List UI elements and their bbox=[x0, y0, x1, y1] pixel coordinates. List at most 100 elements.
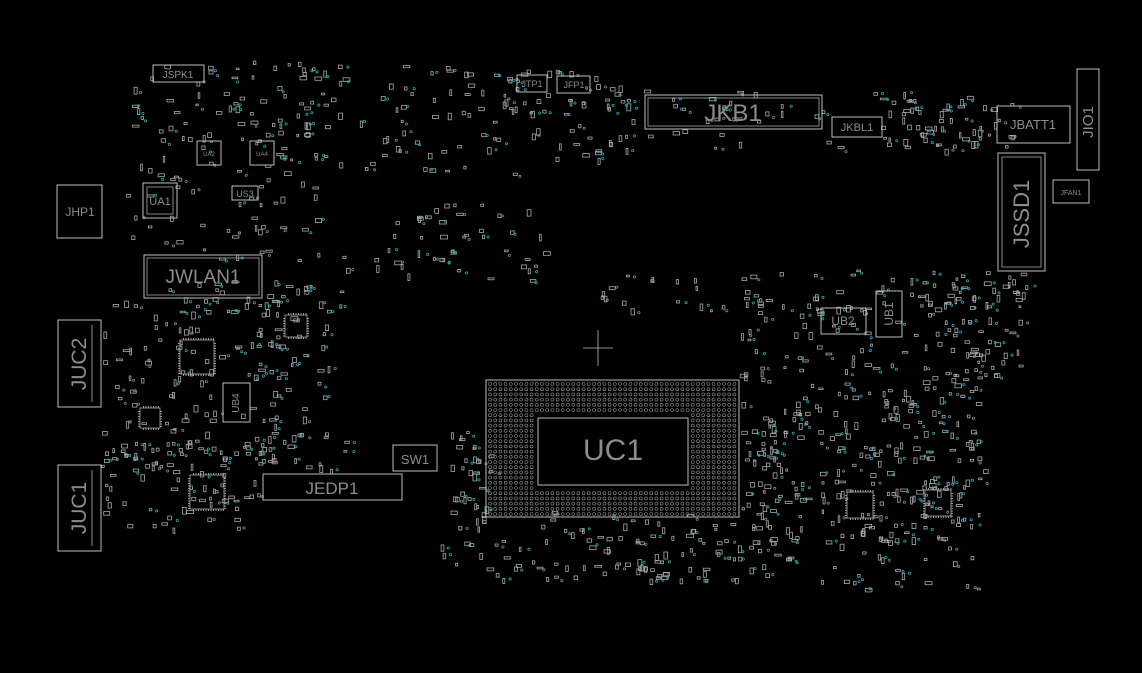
jspk1-connector[interactable]: JSPK1 bbox=[152, 64, 205, 83]
chip-pin bbox=[178, 373, 180, 374]
bga-ball bbox=[696, 501, 700, 506]
chip-pin bbox=[198, 473, 199, 475]
passive-component bbox=[280, 196, 286, 204]
chip-pin bbox=[203, 473, 204, 475]
ub2-chip[interactable]: UB2 bbox=[820, 307, 867, 335]
passive-component bbox=[893, 406, 899, 414]
passive-component bbox=[314, 218, 322, 224]
chip-pin bbox=[203, 338, 204, 340]
bga-ball bbox=[493, 413, 498, 418]
via-marker bbox=[158, 467, 162, 471]
via-marker bbox=[658, 535, 662, 539]
bga-ball bbox=[685, 512, 690, 516]
via-marker bbox=[242, 526, 246, 530]
passive-component bbox=[251, 75, 255, 80]
chip-pin bbox=[857, 490, 859, 492]
passive-component bbox=[134, 215, 138, 221]
bga-ball bbox=[716, 428, 721, 433]
ua1-chip[interactable]: UA1 bbox=[142, 182, 178, 219]
bga-ball bbox=[540, 397, 544, 402]
chip-pin bbox=[188, 478, 190, 479]
bga-ball bbox=[529, 465, 534, 470]
passive-component bbox=[342, 255, 347, 259]
passive-component bbox=[259, 332, 263, 338]
ub1-chip[interactable]: UB1 bbox=[875, 290, 903, 338]
passive-component bbox=[324, 125, 331, 130]
passive-component bbox=[339, 304, 343, 309]
passive-component bbox=[758, 311, 763, 316]
jssd1-connector[interactable]: JSSD1 bbox=[997, 152, 1046, 272]
passive-component bbox=[766, 462, 771, 468]
bga-ball bbox=[524, 480, 529, 485]
jedp1-connector[interactable]: JEDP1 bbox=[262, 473, 403, 501]
bga-ball bbox=[716, 506, 721, 511]
bga-ball bbox=[534, 501, 539, 506]
passive-component bbox=[959, 290, 962, 294]
bga-ball bbox=[607, 506, 612, 511]
via-marker bbox=[956, 392, 960, 396]
passive-component bbox=[894, 447, 899, 454]
juc1-connector[interactable]: JUC1 bbox=[57, 464, 102, 552]
passive-component bbox=[672, 98, 676, 102]
passive-component bbox=[554, 562, 559, 566]
passive-component bbox=[970, 305, 976, 310]
bga-ball bbox=[519, 413, 524, 418]
passive-component bbox=[107, 502, 112, 509]
bga-ball bbox=[659, 408, 664, 412]
uc1-cpu[interactable]: UC1 bbox=[485, 379, 740, 518]
via-marker bbox=[961, 300, 965, 304]
passive-component bbox=[821, 509, 824, 515]
passive-component bbox=[914, 333, 919, 337]
jfp1-connector[interactable]: JFP1 bbox=[556, 75, 591, 94]
chip-pin bbox=[950, 488, 952, 490]
passive-component bbox=[200, 223, 206, 228]
bga-ball bbox=[514, 397, 518, 402]
passive-component bbox=[762, 564, 767, 571]
chip-pin bbox=[215, 473, 217, 475]
jbatt1-connector[interactable]: JBATT1 bbox=[996, 105, 1071, 144]
bga-ball bbox=[571, 402, 576, 407]
jfan1-connector[interactable]: JFAN1 bbox=[1052, 179, 1090, 204]
passive-component bbox=[818, 407, 823, 413]
via-marker bbox=[955, 436, 959, 440]
via-marker bbox=[298, 361, 302, 365]
bga-ball bbox=[581, 392, 586, 397]
bga-ball bbox=[722, 397, 726, 402]
chip-pin bbox=[198, 374, 199, 376]
via-marker bbox=[250, 447, 254, 451]
passive-component bbox=[125, 421, 130, 429]
ua4-chip[interactable]: UA4 bbox=[249, 140, 275, 166]
passive-component bbox=[439, 257, 446, 262]
us3-chip[interactable]: US3 bbox=[231, 185, 259, 201]
passive-component bbox=[250, 342, 254, 349]
jkbl1-connector[interactable]: JKBL1 bbox=[831, 116, 883, 138]
via-marker bbox=[938, 272, 942, 276]
via-marker bbox=[932, 431, 936, 435]
juc2-connector[interactable]: JUC2 bbox=[57, 319, 102, 408]
jwlan1-connector[interactable]: JWLAN1 bbox=[143, 254, 263, 299]
passive-component bbox=[494, 543, 499, 547]
jio1-connector[interactable]: JIO1 bbox=[1076, 68, 1100, 171]
bga-ball bbox=[571, 408, 576, 412]
passive-component bbox=[949, 449, 957, 452]
passive-component bbox=[296, 288, 300, 296]
bga-ball bbox=[612, 501, 617, 506]
bga-ball bbox=[727, 465, 732, 470]
chip-pin bbox=[213, 374, 214, 376]
jkb1-connector[interactable]: JKB1 bbox=[644, 94, 823, 130]
passive-component bbox=[1002, 284, 1010, 289]
ub4-chip[interactable]: UB4 bbox=[222, 382, 251, 423]
passive-component bbox=[278, 130, 284, 136]
passive-component bbox=[402, 65, 411, 69]
passive-component bbox=[960, 99, 964, 107]
bga-ball bbox=[498, 428, 503, 433]
passive-component bbox=[867, 513, 870, 517]
jhp1-connector[interactable]: JHP1 bbox=[56, 184, 103, 239]
ua2-chip[interactable]: UA2 bbox=[196, 140, 222, 166]
passive-component bbox=[322, 332, 326, 337]
jtp1-connector[interactable]: JTP1 bbox=[516, 74, 548, 93]
chip-pin bbox=[188, 500, 190, 502]
sw1-switch[interactable]: SW1 bbox=[392, 444, 438, 472]
passive-component bbox=[771, 541, 777, 546]
chip-pin bbox=[188, 338, 189, 340]
